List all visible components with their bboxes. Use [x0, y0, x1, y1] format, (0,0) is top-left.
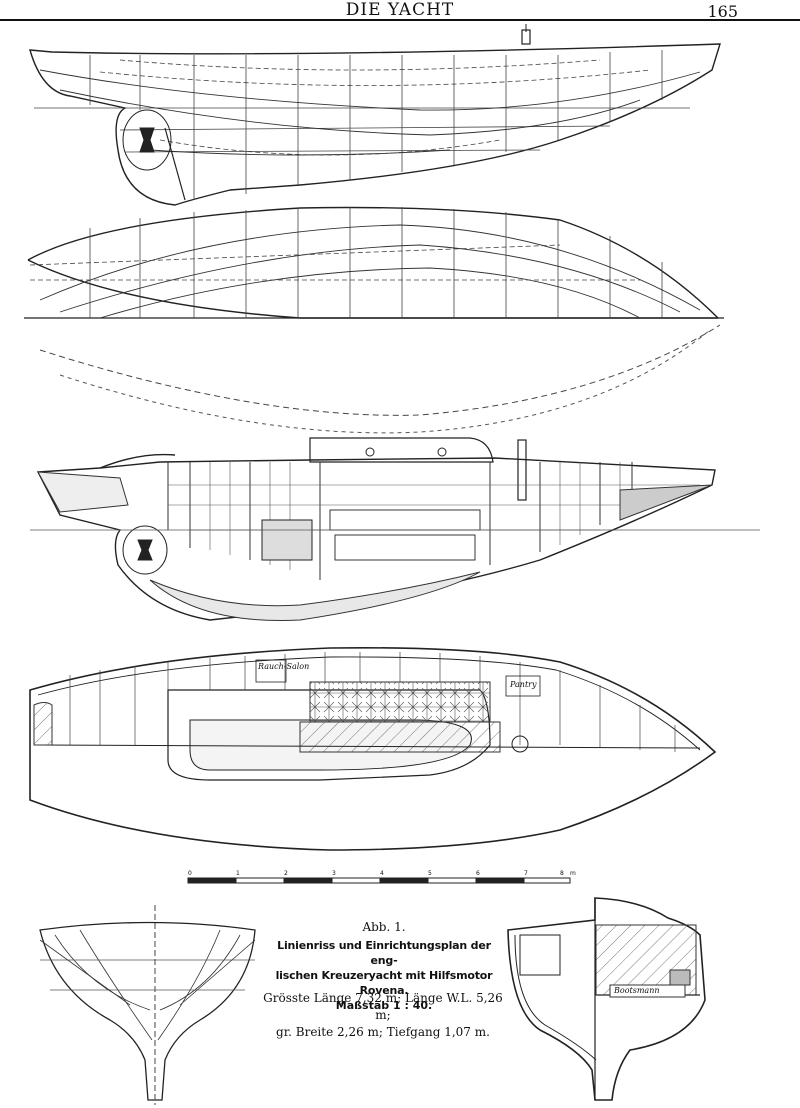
scale-tick: 7 — [524, 870, 528, 877]
section-label-bootsmann: Bootsmann — [614, 986, 660, 995]
page-header: DIE YACHT 165 — [0, 0, 800, 22]
yacht-dimensions: Grösste Länge 7,32 m; Länge W.L. 5,26 m;… — [258, 990, 508, 1041]
figure-scale: Maßstab 1 : 40. — [335, 999, 433, 1012]
plan-label-rauch-salon: Rauch-Salon — [258, 662, 310, 671]
dimensions-line-2: gr. Breite 2,26 m; Tiefgang 1,07 m. — [276, 1025, 490, 1039]
scale-tick: m — [570, 870, 576, 877]
scale-tick: 3 — [332, 870, 336, 877]
midship-section — [507, 897, 706, 1101]
scale-tick: 5 — [428, 870, 432, 877]
scale-tick: 4 — [380, 870, 384, 877]
scale-tick: 0 — [188, 870, 192, 877]
header-rule — [0, 19, 800, 21]
plan-label-pantry: Pantry — [510, 680, 537, 689]
scale-bar-ticks: 0 1 2 3 4 5 6 7 8 m — [188, 870, 578, 878]
figure-title-line-1: Linienriss und Einrichtungsplan der eng- — [277, 939, 491, 967]
scale-bar — [187, 877, 571, 884]
journal-title: DIE YACHT — [345, 0, 455, 20]
half-breadth-plan — [24, 206, 724, 434]
scale-tick: 6 — [476, 870, 480, 877]
page-number: 165 — [707, 2, 738, 21]
figure-title-line-2: lischen Kreuzeryacht mit Hilfsmotor Rove… — [275, 969, 493, 997]
inboard-profile — [30, 437, 760, 621]
figure-caption: Abb. 1. Linienriss und Einrichtungsplan … — [266, 920, 502, 1013]
scale-tick: 2 — [284, 870, 288, 877]
accommodation-plan — [29, 646, 717, 851]
sheer-plan — [29, 24, 721, 206]
dimensions-line-1: Grösste Länge 7,32 m; Länge W.L. 5,26 m; — [263, 991, 503, 1022]
scale-tick: 1 — [236, 870, 240, 877]
body-plan — [39, 905, 256, 1105]
scale-tick: 8 — [560, 870, 564, 877]
figure-number: Abb. 1. — [362, 920, 406, 934]
